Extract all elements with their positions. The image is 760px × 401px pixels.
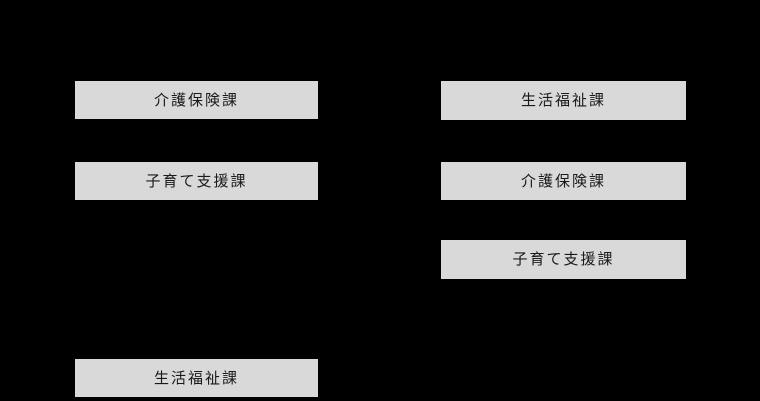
department-label: 生活福祉課: [153, 369, 239, 387]
department-label: 介護保険課: [520, 172, 606, 190]
department-box-left-2: 子育て支援課: [75, 162, 318, 200]
department-label: 生活福祉課: [520, 92, 606, 109]
department-label: 介護保険課: [153, 91, 239, 109]
department-box-right-2: 介護保険課: [441, 162, 686, 200]
department-box-right-1: 生活福祉課: [441, 81, 686, 120]
department-label: 子育て支援課: [145, 172, 248, 190]
department-box-left-1: 介護保険課: [75, 81, 318, 119]
department-box-right-3: 子育て支援課: [441, 240, 686, 279]
department-box-left-3: 生活福祉課: [75, 359, 318, 397]
department-label: 子育て支援課: [512, 251, 615, 268]
